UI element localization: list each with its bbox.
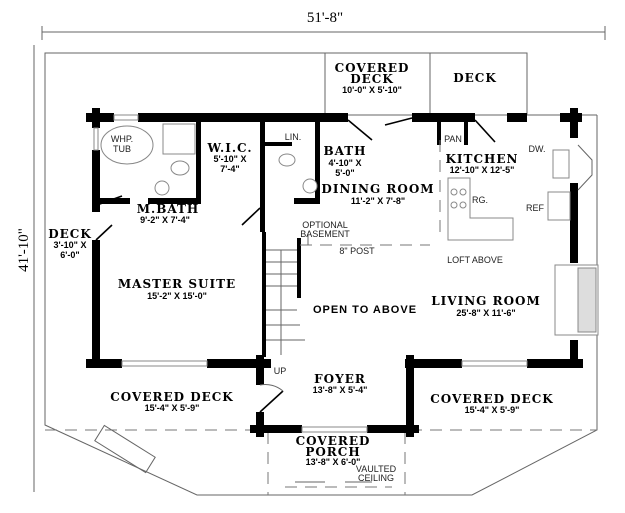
foyer-label: FOYER: [314, 372, 366, 386]
dimension-width: 51'-8": [41, 10, 606, 40]
whp-tub-label2: TUB: [113, 144, 131, 154]
vaulted-label: VAULTED: [356, 464, 397, 474]
sink-icon: [302, 178, 318, 194]
covered-porch-label: COVERED: [296, 434, 371, 448]
dashed-lines: [300, 140, 441, 246]
basement-label: BASEMENT: [300, 229, 350, 239]
kitchen-size: 12'-10" X 12'-5": [450, 165, 515, 175]
deck-rear-label: DECK: [453, 71, 497, 85]
living-room-size: 25'-8" X 11'-6": [456, 308, 515, 318]
bath-label: BATH: [323, 144, 366, 158]
kitchen-label: KITCHEN: [446, 152, 519, 166]
fixtures: [100, 123, 599, 355]
covered-deck-rear-label2: DECK: [350, 72, 394, 86]
refrigerator-label: REF: [526, 203, 545, 213]
loft-above-label: LOFT ABOVE: [447, 255, 503, 265]
covered-deck-rear-label: COVERED: [335, 61, 410, 75]
covered-deck-right-size: 15'-4" X 5'-9": [465, 405, 520, 415]
side-deck-size2: 6'-0": [60, 250, 79, 260]
toilet-icon: [154, 180, 170, 196]
covered-porch-size: 13'-8" X 6'-0": [306, 457, 361, 467]
master-bath-label: M.BATH: [137, 202, 200, 216]
wic-label: W.I.C.: [206, 141, 252, 155]
width-label: 51'-8": [307, 10, 343, 26]
master-bath-size: 9'-2" X 7'-4": [140, 215, 190, 225]
dining-room-label: DINING ROOM: [321, 182, 434, 196]
living-room-label: LIVING ROOM: [431, 294, 541, 308]
dimension-depth: 41'-10": [16, 45, 35, 492]
optional-label: OPTIONAL: [302, 220, 348, 230]
wic-size1: 5'-10" X: [214, 154, 247, 164]
covered-deck-left-label: COVERED DECK: [110, 390, 234, 404]
doors: [95, 117, 496, 413]
stairs-up-label: UP: [274, 366, 287, 376]
foyer-size: 13'-8" X 5'-4": [313, 385, 368, 395]
kitchen-island: [447, 177, 514, 241]
open-to-above-label: OPEN TO ABOVE: [313, 304, 417, 316]
ceiling-label: CEILING: [358, 473, 394, 483]
covered-porch-label2: PORCH: [305, 445, 360, 459]
whp-tub-label: WHP.: [111, 134, 133, 144]
master-suite-size: 15'-2" X 15'-0": [147, 291, 207, 301]
pantry-label: PAN: [444, 134, 462, 144]
sink-icon: [170, 160, 190, 176]
windows: [93, 114, 528, 433]
depth-label: 41'-10": [16, 228, 32, 272]
deck-outline: [44, 52, 598, 496]
shower-icon: [162, 123, 196, 155]
master-suite-label: MASTER SUITE: [118, 277, 236, 291]
dishwasher-label: DW.: [529, 144, 546, 154]
kitchen-sink-icon: [552, 149, 570, 179]
covered-deck-right-label: COVERED DECK: [430, 392, 554, 406]
bath-size2: 5'-0": [335, 168, 354, 178]
walls: [86, 108, 583, 437]
side-deck-label: DECK: [48, 227, 92, 241]
range-label: RG.: [472, 195, 488, 205]
linen-label: LIN.: [285, 132, 302, 142]
toilet-icon: [278, 153, 296, 167]
covered-deck-left-size: 15'-4" X 5'-9": [145, 403, 200, 413]
bath-size1: 4'-10" X: [329, 158, 362, 168]
whirlpool-tub-icon: [100, 125, 154, 165]
side-deck-size1: 3'-10" X: [54, 240, 87, 250]
post-label: 8" POST: [339, 246, 375, 256]
covered-deck-rear-size: 10'-0" X 5'-10": [342, 85, 402, 95]
stairs: [266, 249, 305, 355]
wic-size2: 7'-4": [220, 164, 239, 174]
refrigerator-icon: [547, 191, 571, 221]
dining-room-size: 11'-2" X 7'-8": [351, 196, 405, 206]
